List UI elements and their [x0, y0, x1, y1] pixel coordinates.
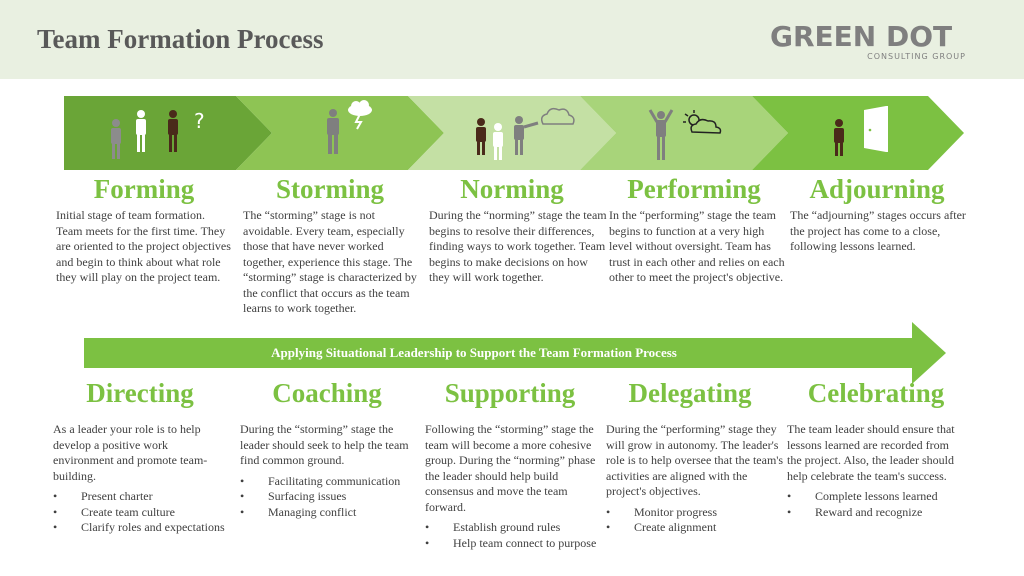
bullet-list: Complete lessons learned Reward and reco… [787, 489, 965, 520]
bullet-list: Present charter Create team culture Clar… [53, 489, 231, 536]
person-sun-icon [648, 109, 722, 160]
stage-title-norming: Norming [460, 174, 564, 204]
chevron-norming [408, 96, 616, 170]
list-item: Establish ground rules [425, 520, 603, 536]
stage-chevrons: ? [64, 96, 964, 170]
list-item: Reward and recognize [787, 505, 965, 521]
logo-name: GREEN DOT [770, 20, 953, 53]
stage-desc-performing: In the “performing” stage the team begin… [609, 208, 785, 284]
people-question-icon: ? [111, 109, 205, 159]
list-item: Monitor progress [606, 505, 784, 521]
banner-text: Applying Situational Leadership to Suppo… [271, 345, 677, 360]
list-item: Help team connect to purpose [425, 536, 603, 552]
stage-desc-forming: Initial stage of team formation. Team me… [56, 208, 231, 284]
list-item: Clarify roles and expectations [53, 520, 231, 536]
role-desc-supporting: Following the “storming” stage the team … [425, 422, 603, 551]
role-text: Following the “storming” stage the team … [425, 422, 596, 514]
list-item: Surfacing issues [240, 489, 418, 505]
role-title-celebrating: Celebrating [807, 378, 945, 408]
person-door-icon [834, 106, 888, 156]
list-item: Complete lessons learned [787, 489, 965, 505]
chevron-storming [236, 96, 444, 170]
stage-title-adjourning: Adjourning [809, 174, 945, 204]
chevron-adjourning [752, 96, 964, 170]
role-text: The team leader should ensure that lesso… [787, 422, 955, 483]
bullet-list: Facilitating communication Surfacing iss… [240, 474, 418, 521]
role-title-directing: Directing [86, 378, 194, 408]
role-title-delegating: Delegating [628, 378, 752, 408]
stage-title-forming: Forming [93, 174, 195, 204]
stage-desc-norming: During the “norming” stage the team begi… [429, 208, 607, 284]
storm-cloud-icon [327, 100, 372, 154]
list-item: Present charter [53, 489, 231, 505]
list-item: Facilitating communication [240, 474, 418, 490]
header-band [0, 0, 1024, 79]
role-desc-celebrating: The team leader should ensure that lesso… [787, 422, 965, 520]
role-title-supporting: Supporting [444, 378, 576, 408]
list-item: Create alignment [606, 520, 784, 536]
people-cloud-icon [476, 107, 575, 160]
bullet-list: Establish ground rules Help team connect… [425, 520, 603, 551]
company-logo: GREEN DOT CONSULTING GROUP [770, 20, 980, 64]
stage-title-storming: Storming [276, 174, 384, 204]
svg-text:?: ? [194, 109, 205, 133]
bullet-list: Monitor progress Create alignment [606, 505, 784, 536]
leadership-arrow [84, 322, 946, 384]
list-item: Managing conflict [240, 505, 418, 521]
role-text: During the “storming” stage the leader s… [240, 422, 409, 467]
role-title-coaching: Coaching [272, 378, 382, 408]
chevron-performing [580, 96, 788, 170]
stage-title-performing: Performing [627, 174, 761, 204]
role-desc-delegating: During the “performing” stage they will … [606, 422, 784, 536]
role-desc-directing: As a leader your role is to help develop… [53, 422, 231, 536]
page-title: Team Formation Process [37, 24, 324, 54]
role-desc-coaching: During the “storming” stage the leader s… [240, 422, 418, 520]
logo-tagline: CONSULTING GROUP [867, 52, 966, 61]
role-text: As a leader your role is to help develop… [53, 422, 208, 483]
stage-desc-adjourning: The “adjourning” stages occurs after the… [790, 208, 966, 253]
role-text: During the “performing” stage they will … [606, 422, 784, 498]
list-item: Create team culture [53, 505, 231, 521]
stage-desc-storming: The “storming” stage is not avoidable. E… [243, 208, 417, 315]
